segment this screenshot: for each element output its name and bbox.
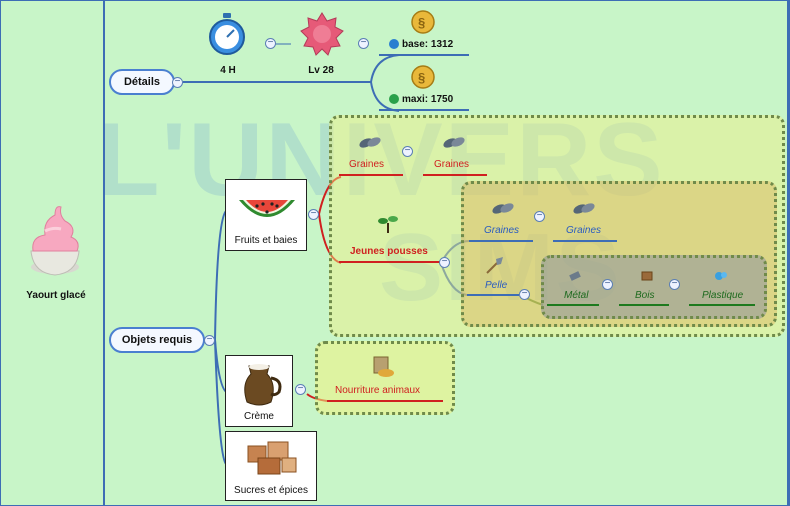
sugar-spice-icon [247,441,297,475]
watermelon-icon [239,200,295,217]
graines-a-collapse-toggle[interactable]: − [402,146,413,157]
simoleon-coin-icon: § [411,65,435,89]
seed-icon [443,137,465,148]
sprout-icon [378,216,398,233]
sucres-et-epices-card[interactable]: Sucres et épices [225,431,317,501]
graines-c-collapse-toggle[interactable]: − [534,211,545,222]
duration-collapse-toggle[interactable]: − [265,38,276,49]
jeunes-pousses-underline [339,261,441,263]
creme-label: Crème [243,411,274,422]
metal-label: Métal [564,290,589,301]
sucres-label: Sucres et épices [234,485,308,496]
left-divider [103,1,105,505]
objets-requis-label: Objets requis [121,334,193,346]
pelle-subtree-group [541,255,767,319]
shovel-icon [486,257,503,274]
price-maxi-underline [379,109,469,111]
svg-text:§: § [418,70,425,85]
stopwatch-icon [208,13,246,55]
bois-underline [619,304,669,306]
seed-icon [573,203,595,214]
root-label: Yaourt glacé [26,290,86,301]
bois-label: Bois [635,290,655,301]
simoleon-coin-icon: § [411,10,435,34]
graines-d-underline [553,240,617,242]
details-node[interactable]: Détails [109,69,175,95]
objets-collapse-toggle[interactable]: − [204,335,215,346]
seed-icon [492,203,514,214]
plastic-icon [715,272,727,280]
graines-a-label: Graines [349,159,385,170]
jeunes-pousses-label: Jeunes pousses [350,246,428,257]
seed-icon [359,137,381,148]
jeunes-pousses-collapse-toggle[interactable]: − [439,257,450,268]
duration-label: 4 H [220,65,236,76]
price-base-label: base: 1312 [402,39,454,50]
graines-b-underline [423,174,487,176]
nourriture-animaux-label: Nourriture animaux [335,385,421,396]
graines-d-label: Graines [566,225,602,236]
fruits-collapse-toggle[interactable]: − [308,209,319,220]
nourriture-underline [327,400,443,402]
wood-icon [641,271,653,281]
plastique-label: Plastique [702,290,744,301]
pelle-underline [467,294,519,296]
level-collapse-toggle[interactable]: − [358,38,369,49]
price-maxi-label: maxi: 1750 [402,94,454,105]
metal-underline [547,304,599,306]
level-label: Lv 28 [308,65,334,76]
svg-text:§: § [418,15,425,30]
graines-a-underline [339,174,403,176]
level-underline [287,81,367,83]
graines-c-label: Graines [484,225,520,236]
right-divider [787,1,789,505]
level-star-icon [299,11,345,57]
frozen-yogurt-icon [25,201,85,281]
objets-requis-node[interactable]: Objets requis [109,327,205,353]
creme-subtree-group [315,341,455,415]
pet-food-icon [373,356,394,377]
graines-c-underline [469,240,533,242]
pelle-label: Pelle [485,280,508,291]
fruits-label: Fruits et baies [234,235,298,246]
details-label: Détails [123,76,161,88]
creme-card[interactable]: Crème [225,355,293,427]
creme-collapse-toggle[interactable]: − [295,384,306,395]
duration-underline [193,81,261,83]
minus-badge-icon [389,39,399,49]
metal-icon [569,271,581,281]
details-collapse-toggle[interactable]: − [172,77,183,88]
bois-collapse-toggle[interactable]: − [669,279,680,290]
graines-b-label: Graines [434,159,470,170]
plus-badge-icon [389,94,399,104]
pelle-collapse-toggle[interactable]: − [519,289,530,300]
plastique-underline [689,304,755,306]
milk-jug-icon [244,364,282,406]
fruits-et-baies-card[interactable]: Fruits et baies [225,179,307,251]
price-base-underline [379,54,469,56]
metal-collapse-toggle[interactable]: − [602,279,613,290]
